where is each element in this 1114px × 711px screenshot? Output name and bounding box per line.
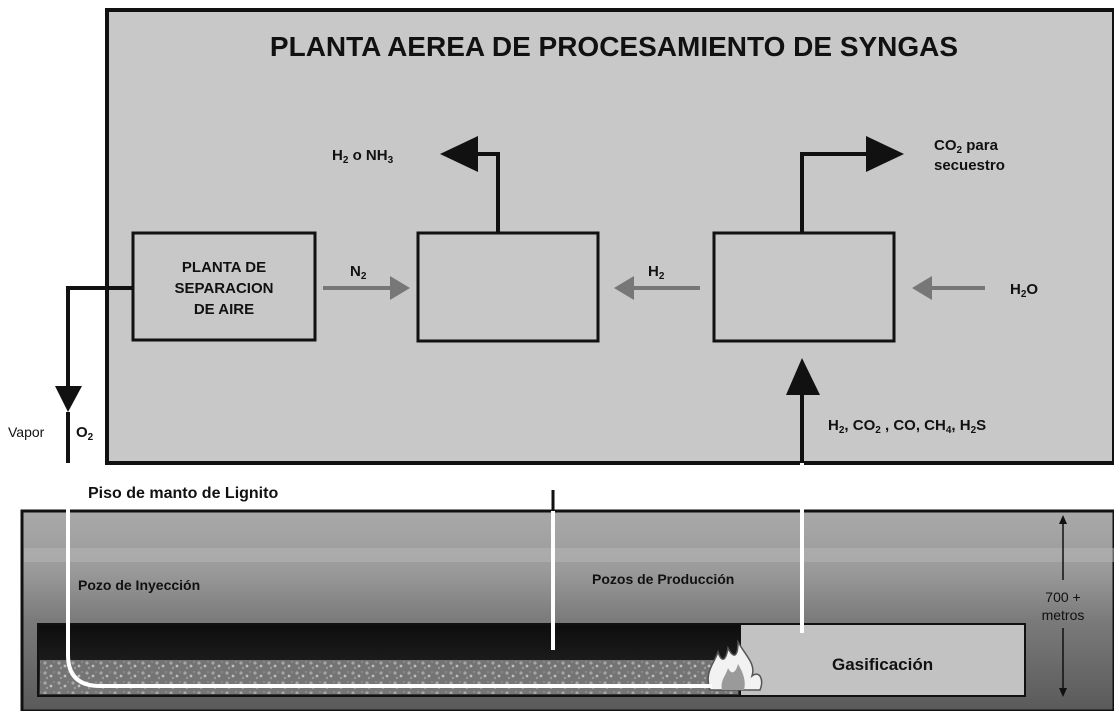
surface-plant-panel: [105, 8, 1114, 465]
gasification-label: Gasificación: [832, 655, 933, 674]
product-output-label: H2 o NH3: [332, 147, 394, 166]
injection-well-label: Pozo de Inyección: [78, 577, 200, 593]
product-output-arrow: [440, 136, 500, 233]
co2-output-label: CO2 para: [934, 137, 999, 156]
synthesis-unit-box: [416, 231, 600, 343]
oxygen-line: [55, 286, 133, 463]
vapor-label: Vapor: [8, 424, 45, 440]
gasification-cavity: [739, 623, 1026, 697]
depth-label-1: 700 +: [1045, 589, 1080, 605]
co2-output-label-2: secuestro: [934, 157, 1005, 174]
h2-flow-arrow: [614, 276, 700, 300]
syngas-label: H2, CO2 , CO, CH4, H2S: [828, 417, 986, 436]
flame-icon: [707, 639, 763, 691]
o2-label: O2: [76, 424, 94, 443]
depth-label-2: metros: [1042, 607, 1085, 623]
underground-section: [20, 509, 1114, 711]
injection-well-pipe: [66, 463, 712, 688]
n2-label: N2: [350, 263, 367, 282]
depth-indicator: [1059, 515, 1067, 697]
co2-output-arrow: [800, 136, 904, 233]
lignite-floor-label: Piso de manto de Lignito: [88, 485, 278, 502]
air-plant-label-3: DE AIRE: [194, 301, 254, 318]
n2-flow-arrow: [323, 276, 410, 300]
air-separation-plant: PLANTA DE SEPARACION DE AIRE: [131, 231, 317, 342]
h2o-label: H2O: [1010, 281, 1038, 300]
syngas-up-arrow: [786, 358, 820, 463]
h2-label: H2: [648, 263, 665, 282]
diagram-title: PLANTA AEREA DE PROCESAMIENTO DE SYNGAS: [270, 31, 958, 62]
h2o-flow-arrow: [912, 276, 985, 300]
air-plant-label-1: PLANTA DE: [182, 259, 266, 276]
air-plant-label-2: SEPARACION: [175, 280, 274, 297]
production-wells-label: Pozos de Producción: [592, 571, 734, 587]
